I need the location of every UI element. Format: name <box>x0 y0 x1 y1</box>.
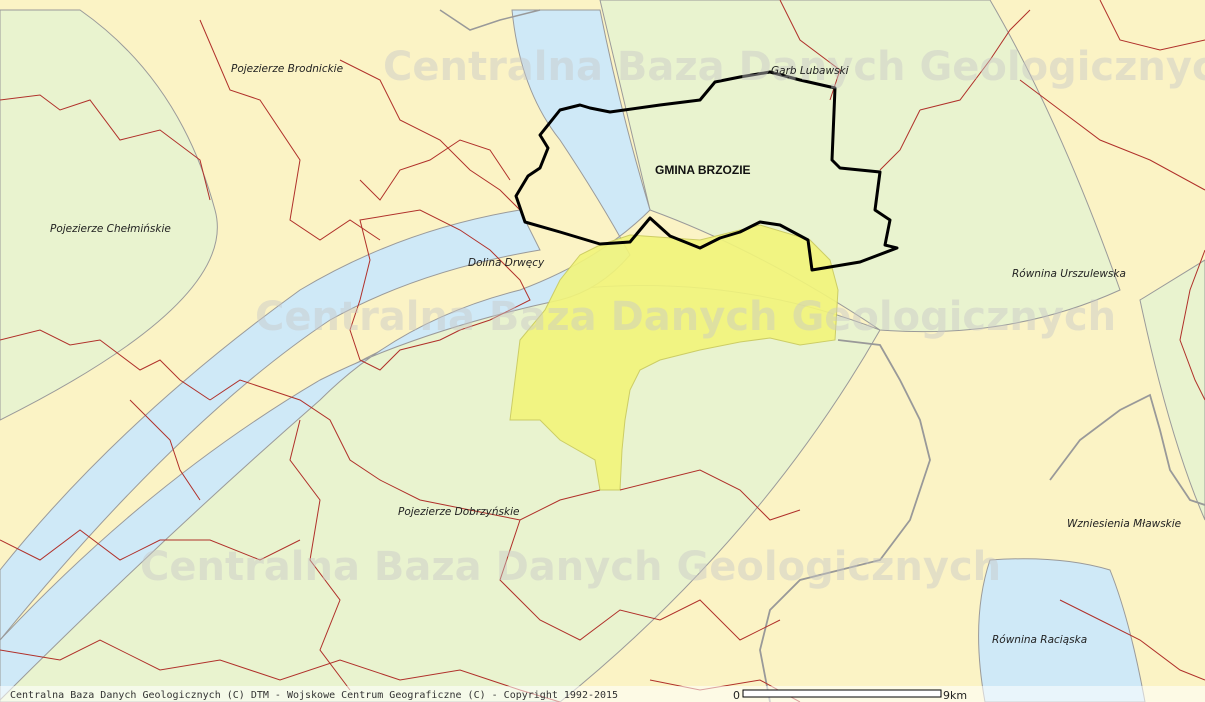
province-border <box>759 339 931 702</box>
label-garb-lubawski: Garb Lubawski <box>771 65 849 77</box>
region-area-rownina-raciaska <box>978 558 1146 702</box>
gmina-brzozie-outline[interactable] <box>514 70 899 272</box>
label-pojezierze-brodnickie: Pojezierze Brodnickie <box>231 63 343 75</box>
label-wzniesienia-mlawskie: Wzniesienia Mławskie <box>1067 518 1181 530</box>
watermark-bottom: Centralna Baza Danych Geologicznych <box>140 544 1001 590</box>
label-rownina-urszulewska: Równina Urszulewska <box>1012 268 1126 280</box>
scale-start-label: 0 <box>733 689 740 702</box>
region-area-dolina-drwecy-west <box>0 209 541 641</box>
scale-bar <box>742 689 942 698</box>
province-border-north <box>439 9 541 31</box>
label-pojezierze-dobrzynskie: Pojezierze Dobrzyńskie <box>398 506 519 518</box>
province-border-east <box>1049 393 1205 506</box>
region-area-wzniesienia-mlawskie <box>1139 259 1205 521</box>
watermark-middle: Centralna Baza Danych Geologicznych <box>255 294 1116 340</box>
region-area-pojezierze-chelminskie <box>0 9 218 421</box>
label-gmina-brzozie: GMINA BRZOZIE <box>655 163 751 177</box>
highlighted-area[interactable] <box>509 224 839 491</box>
watermark-top: Centralna Baza Danych Geologicznych <box>383 44 1205 90</box>
label-pojezierze-chelminskie: Pojezierze Chełmińskie <box>50 223 171 235</box>
region-area-dolina-drwecy <box>0 9 651 701</box>
attribution-text: Centralna Baza Danych Geologicznych (C) … <box>10 690 618 701</box>
label-dolina-drwecy: Dolina Drwęcy <box>468 257 545 269</box>
label-rownina-raciaska: Równina Raciąska <box>992 634 1087 646</box>
scale-end-label: 9km <box>943 689 967 702</box>
